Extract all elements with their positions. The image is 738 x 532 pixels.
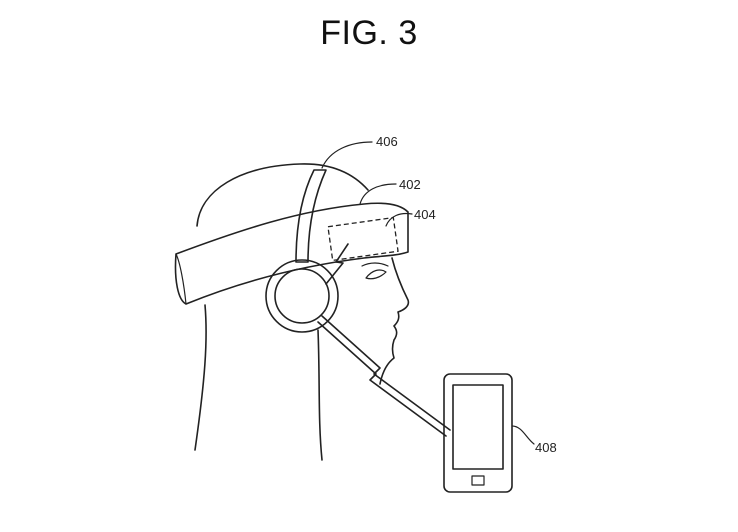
figure-title: FIG. 3 [320,14,418,52]
wireless-link-phone [321,315,451,431]
wireless-link-sensor [325,243,349,285]
label-408: 408 [535,440,557,455]
head-outline [196,163,369,227]
sensor-outline [327,216,399,262]
label-404: 404 [414,207,436,222]
eye [365,269,387,280]
headband-back-curve [175,253,187,305]
eyebrow [361,262,389,267]
neck-front-outline [317,329,323,461]
wireless-link-phone-parallel [317,321,447,437]
face-profile [379,257,410,385]
phone-home-button [471,475,485,486]
neck-back-outline [194,304,207,451]
headband [174,202,409,305]
leader-402 [359,183,397,205]
ear-cup-inner [274,268,330,324]
phone-body [443,373,513,493]
ear-cup-outer [265,259,339,333]
phone-screen [452,384,504,470]
label-406: 406 [376,134,398,149]
label-402: 402 [399,177,421,192]
leader-408 [511,425,535,445]
headphone-band [295,169,327,263]
leader-406 [321,141,373,169]
leader-404 [385,212,413,227]
